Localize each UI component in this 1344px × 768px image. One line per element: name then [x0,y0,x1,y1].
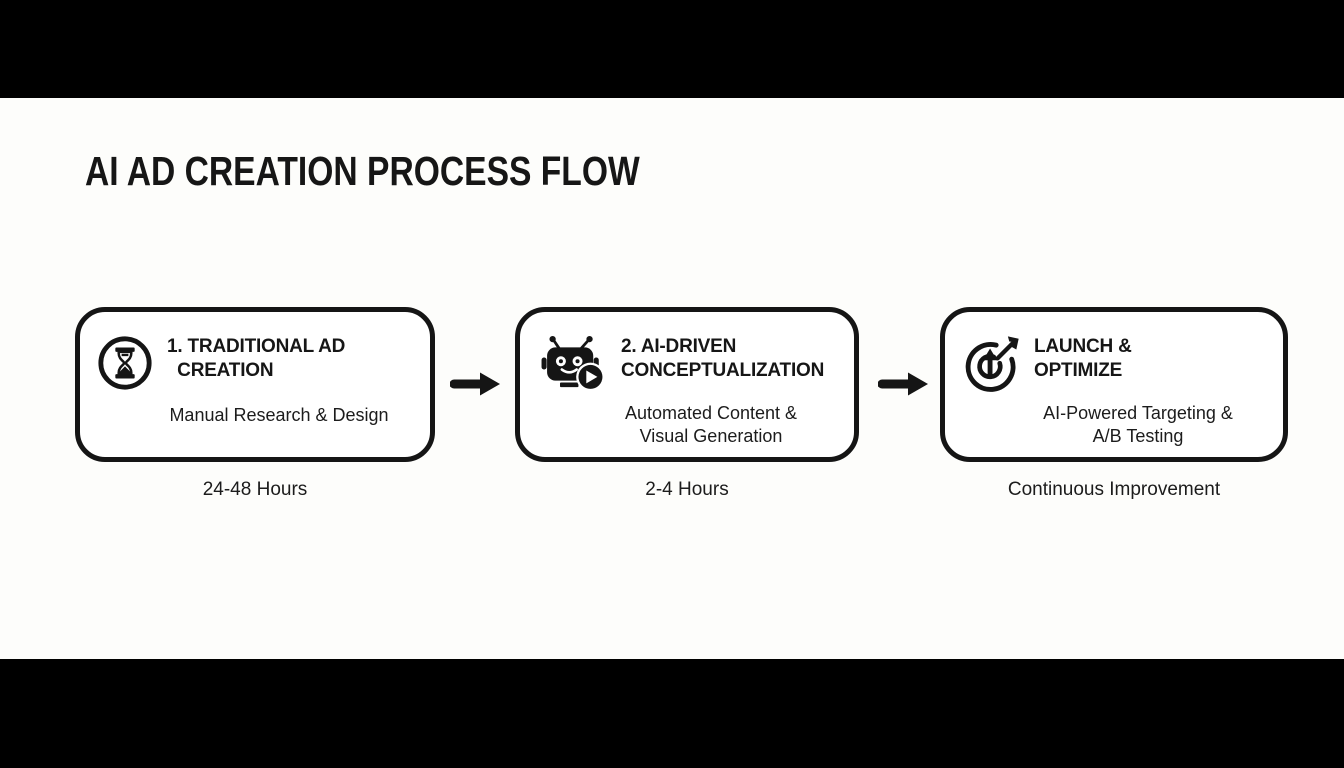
target-arrow-icon [961,334,1021,399]
robot-icon [536,334,608,399]
step-box-traditional-ad-creation: 1. TRADITIONAL AD CREATION Manual Resear… [75,307,435,462]
page-title: AI AD CREATION PROCESS FLOW [85,148,640,194]
step-heading: LAUNCH & OPTIMIZE [1034,336,1132,382]
hourglass-icon [96,334,154,397]
slide-canvas: AI AD CREATION PROCESS FLOW [0,98,1344,659]
flow-arrow-icon [877,368,930,400]
flow-arrow-icon [449,368,502,400]
step-subtitle: AI-Powered Targeting & A/B Testing [1043,403,1233,446]
step-box-content: 2. AI-DRIVEN CONCEPTUALIZATION Automated… [520,312,854,457]
step-box-content: LAUNCH & OPTIMIZE AI-Powered Targeting &… [945,312,1283,457]
step-box-launch-optimize: LAUNCH & OPTIMIZE AI-Powered Targeting &… [940,307,1288,462]
step-heading: 2. AI-DRIVEN CONCEPTUALIZATION [621,336,825,382]
step-subtitle: Manual Research & Design [169,405,389,425]
duration-label: Continuous Improvement [1007,479,1221,500]
step-heading: 1. TRADITIONAL AD CREATION [167,336,346,382]
letterbox-bottom [0,659,1344,768]
step-header: 2. AI-DRIVEN CONCEPTUALIZATION [536,330,840,395]
step-box-ai-driven-conceptualization: 2. AI-DRIVEN CONCEPTUALIZATION Automated… [515,307,859,462]
letterbox-top [0,0,1344,98]
duration-label: 24-48 Hours [202,479,308,500]
step-header: 1. TRADITIONAL AD CREATION [96,330,416,397]
duration-label: 2-4 Hours [645,479,729,500]
step-header: LAUNCH & OPTIMIZE [961,330,1269,395]
step-subtitle: Automated Content & Visual Generation [624,403,798,446]
step-box-content: 1. TRADITIONAL AD CREATION Manual Resear… [80,312,430,457]
